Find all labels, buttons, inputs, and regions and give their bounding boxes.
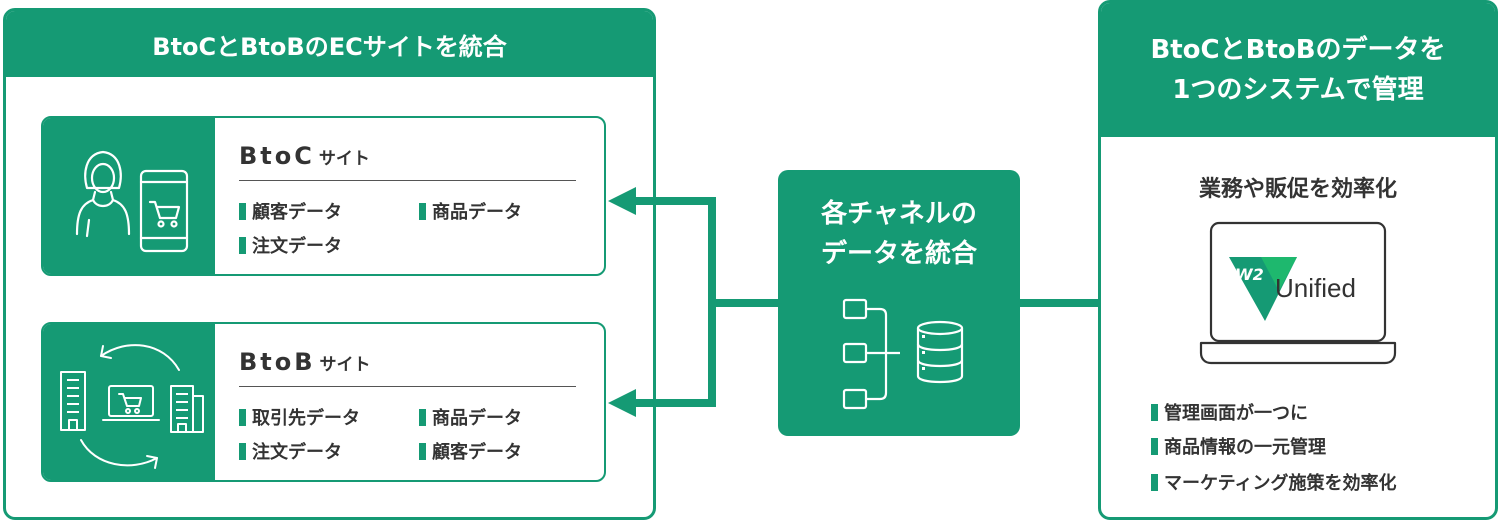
- smartphone-cart-icon: [139, 169, 189, 253]
- w2-logo-badge: W2: [1235, 265, 1264, 284]
- integration-line-2: データを統合: [820, 239, 977, 269]
- bullet-mark: [1151, 403, 1158, 421]
- connector-btoc-line: [630, 197, 716, 205]
- feature-item: 管理画面が一つに: [1151, 399, 1308, 425]
- feature-item: 商品情報の一元管理: [1151, 433, 1326, 459]
- feature-label: 管理画面が一つに: [1164, 403, 1308, 424]
- bullet-mark: [239, 236, 246, 254]
- database-icon: [916, 320, 964, 384]
- left-panel-title: BtoCとBtoBのECサイトを統合: [152, 32, 507, 61]
- feature-item: マーケティング施策を効率化: [1151, 469, 1397, 495]
- btob-item-label: 取引先データ: [252, 408, 360, 429]
- connector-btob-line: [630, 399, 716, 407]
- laptop-icon: [1199, 221, 1397, 365]
- right-panel-subtitle: 業務や販促を効率化: [1198, 177, 1397, 202]
- right-panel-title-line-2: 1つのシステムで管理: [1172, 75, 1424, 105]
- btoc-item-label: 注文データ: [252, 236, 342, 257]
- left-panel: BtoCとBtoBのECサイトを統合: [3, 8, 656, 520]
- bullet-mark: [1151, 473, 1158, 491]
- integration-line-1: 各チャネルの: [821, 199, 977, 229]
- btob-title-main: BtoB: [239, 348, 316, 376]
- btob-item-label: 顧客データ: [432, 442, 522, 463]
- btob-item-label: 注文データ: [252, 442, 342, 463]
- btob-icon-area: [43, 324, 215, 480]
- btoc-title-main: BtoC: [239, 142, 315, 170]
- btoc-item-customer: 顧客データ: [239, 198, 342, 224]
- arrow-to-btob: [608, 389, 636, 417]
- left-panel-header: BtoCとBtoBのECサイトを統合: [6, 11, 653, 77]
- connector-to-right-line: [1020, 299, 1148, 307]
- btob-item-partner: 取引先データ: [239, 404, 360, 430]
- btob-item-order: 注文データ: [239, 438, 342, 464]
- bullet-mark: [239, 408, 246, 426]
- btob-divider: [239, 386, 576, 387]
- feature-label: マーケティング施策を効率化: [1164, 473, 1397, 494]
- integration-box: 各チャネルの データを統合: [778, 170, 1020, 436]
- feature-label: 商品情報の一元管理: [1164, 437, 1326, 458]
- integration-text: 各チャネルの データを統合: [778, 194, 1020, 274]
- building-icon: [170, 385, 204, 433]
- bullet-mark: [419, 442, 426, 460]
- btoc-title-suffix: サイト: [318, 149, 370, 169]
- btoc-item-label: 商品データ: [432, 202, 522, 223]
- btoc-icon-area: [43, 118, 215, 274]
- right-panel-header: BtoCとBtoBのデータを 1つのシステムで管理: [1101, 3, 1495, 137]
- connector-to-center: [708, 299, 780, 307]
- btoc-item-label: 顧客データ: [252, 202, 342, 223]
- bullet-mark: [239, 202, 246, 220]
- logo-text: Unified: [1275, 273, 1356, 303]
- arrow-to-btoc: [608, 187, 636, 215]
- person-icon: [75, 150, 131, 238]
- right-panel: BtoCとBtoBのデータを 1つのシステムで管理 業務や販促を効率化 W2 U…: [1098, 0, 1498, 520]
- btoc-divider: [239, 180, 576, 181]
- btob-item-product: 商品データ: [419, 404, 522, 430]
- bullet-mark: [419, 408, 426, 426]
- btob-item-customer: 顧客データ: [419, 438, 522, 464]
- bullet-mark: [239, 442, 246, 460]
- w2-logo-mark: [1229, 257, 1297, 321]
- cycle-arrows-icon: [80, 344, 180, 469]
- building-icon: [60, 371, 86, 431]
- btob-title-suffix: サイト: [319, 355, 371, 375]
- bullet-mark: [419, 202, 426, 220]
- right-panel-title-line-1: BtoCとBtoBのデータを: [1150, 35, 1446, 65]
- bullet-mark: [1151, 437, 1158, 455]
- btob-item-label: 商品データ: [432, 408, 522, 429]
- laptop-cart-icon: [102, 385, 160, 421]
- list-icon: [842, 298, 900, 410]
- btoc-item-product: 商品データ: [419, 198, 522, 224]
- btoc-item-order: 注文データ: [239, 232, 342, 258]
